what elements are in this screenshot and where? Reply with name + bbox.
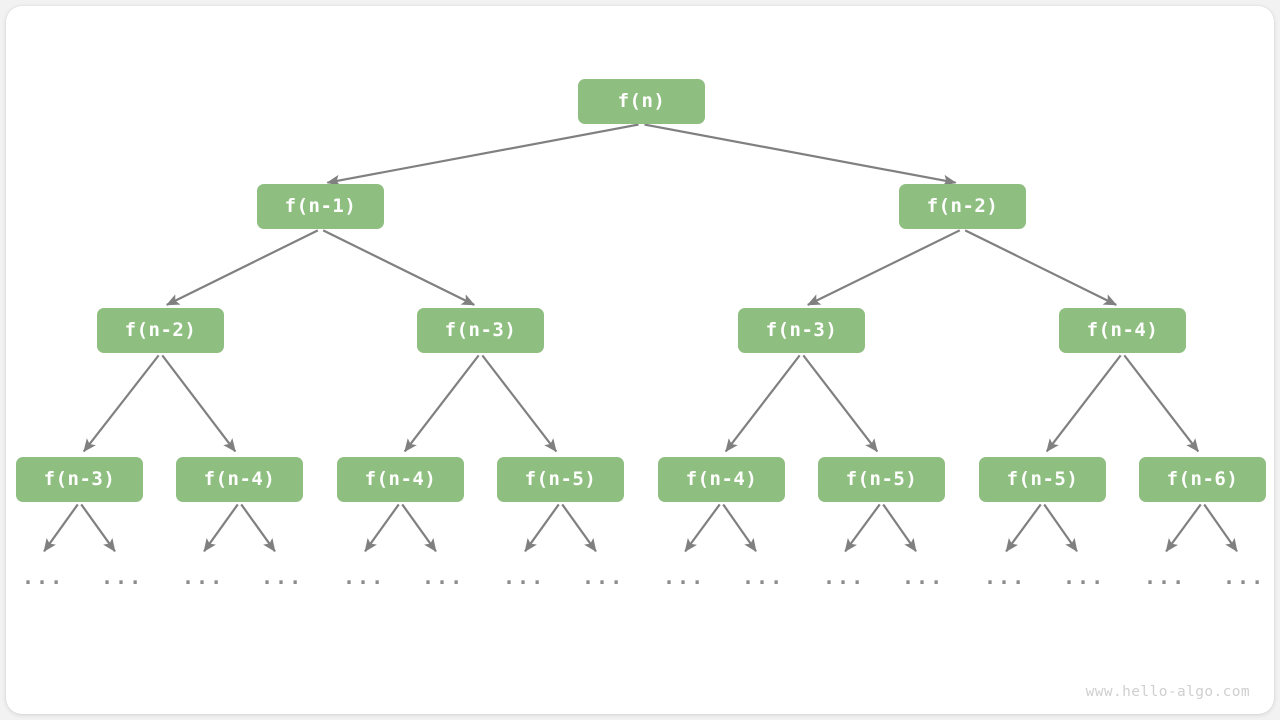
ellipsis-marker: ... — [101, 565, 144, 589]
tree-edge — [802, 354, 879, 453]
tree-node-n10[interactable]: f(n-5) — [497, 457, 624, 502]
tree-node-label: f(n-3) — [43, 468, 116, 490]
tree-edge — [644, 123, 957, 187]
leaf-stub-edge — [401, 503, 437, 553]
tree-edge — [403, 354, 480, 453]
tree-node-label: f(n) — [617, 90, 666, 112]
leaf-stub-edge — [844, 503, 881, 553]
tree-node-label: f(n-5) — [1006, 468, 1079, 490]
tree-node-n4[interactable]: f(n-3) — [417, 308, 544, 353]
leaf-stub-edge — [43, 503, 79, 553]
tree-node-n7[interactable]: f(n-3) — [16, 457, 143, 502]
tree-node-label: f(n-4) — [364, 468, 437, 490]
ellipsis-marker: ... — [663, 565, 706, 589]
tree-edge — [724, 354, 801, 453]
leaf-stub-edge — [684, 503, 721, 553]
tree-edge — [322, 229, 476, 306]
leaf-stub-edge — [1203, 503, 1238, 552]
tree-node-label: f(n-5) — [524, 468, 597, 490]
tree-node-label: f(n-4) — [685, 468, 758, 490]
tree-node-n9[interactable]: f(n-4) — [337, 457, 464, 502]
ellipsis-marker: ... — [22, 565, 65, 589]
ellipsis-marker: ... — [984, 565, 1027, 589]
leaf-stub-edge — [203, 503, 239, 553]
tree-node-n1[interactable]: f(n-1) — [257, 184, 384, 229]
tree-node-n3[interactable]: f(n-2) — [97, 308, 224, 353]
tree-node-n8[interactable]: f(n-4) — [176, 457, 303, 502]
tree-node-n2[interactable]: f(n-2) — [899, 184, 1026, 229]
ellipsis-marker: ... — [1223, 565, 1266, 589]
tree-node-label: f(n-4) — [203, 468, 276, 490]
tree-node-n11[interactable]: f(n-4) — [658, 457, 785, 502]
watermark: www.hello-algo.com — [1085, 684, 1250, 700]
leaf-stub-edge — [882, 503, 917, 552]
ellipsis-marker: ... — [182, 565, 225, 589]
ellipsis-marker: ... — [422, 565, 465, 589]
tree-node-n5[interactable]: f(n-3) — [738, 308, 865, 353]
ellipsis-marker: ... — [1144, 565, 1187, 589]
leaf-stub-edge — [1005, 503, 1042, 553]
leaf-stub-edge — [561, 503, 597, 553]
tree-node-n0[interactable]: f(n) — [578, 79, 705, 124]
ellipsis-marker: ... — [582, 565, 625, 589]
tree-node-label: f(n-2) — [124, 319, 197, 341]
ellipsis-marker: ... — [503, 565, 546, 589]
tree-node-n14[interactable]: f(n-6) — [1139, 457, 1266, 502]
ellipsis-marker: ... — [742, 565, 785, 589]
tree-edge — [82, 354, 160, 453]
diagram-card — [6, 6, 1274, 714]
ellipsis-marker: ... — [902, 565, 945, 589]
tree-node-label: f(n-4) — [1086, 319, 1159, 341]
tree-node-n6[interactable]: f(n-4) — [1059, 308, 1186, 353]
tree-node-label: f(n-5) — [845, 468, 918, 490]
tree-edge — [1045, 354, 1122, 453]
ellipsis-marker: ... — [1063, 565, 1106, 589]
leaf-stub-edge — [722, 503, 757, 552]
tree-edge — [161, 354, 237, 453]
tree-node-n12[interactable]: f(n-5) — [818, 457, 945, 502]
leaf-stub-edge — [240, 503, 276, 553]
tree-edge — [326, 123, 639, 187]
leaf-stub-edges — [43, 503, 1238, 553]
tree-edge — [806, 229, 961, 306]
tree-edge — [165, 229, 319, 306]
tree-node-label: f(n-3) — [765, 319, 838, 341]
leaf-stub-edge — [1043, 503, 1078, 552]
ellipsis-marker: ... — [343, 565, 386, 589]
tree-edge — [1123, 354, 1200, 453]
tree-edge — [964, 229, 1118, 306]
tree-node-label: f(n-3) — [444, 319, 517, 341]
leaf-stub-edge — [80, 503, 116, 553]
tree-node-label: f(n-6) — [1166, 468, 1239, 490]
tree-node-label: f(n-2) — [926, 195, 999, 217]
ellipsis-marker: ... — [823, 565, 866, 589]
leaf-stub-edge — [524, 503, 560, 553]
leaf-stub-edge — [364, 503, 400, 553]
tree-node-label: f(n-1) — [284, 195, 357, 217]
tree-edge — [481, 354, 558, 453]
leaf-stub-edge — [1165, 503, 1202, 553]
tree-edges — [82, 123, 1200, 453]
tree-node-n13[interactable]: f(n-5) — [979, 457, 1106, 502]
ellipsis-marker: ... — [261, 565, 304, 589]
